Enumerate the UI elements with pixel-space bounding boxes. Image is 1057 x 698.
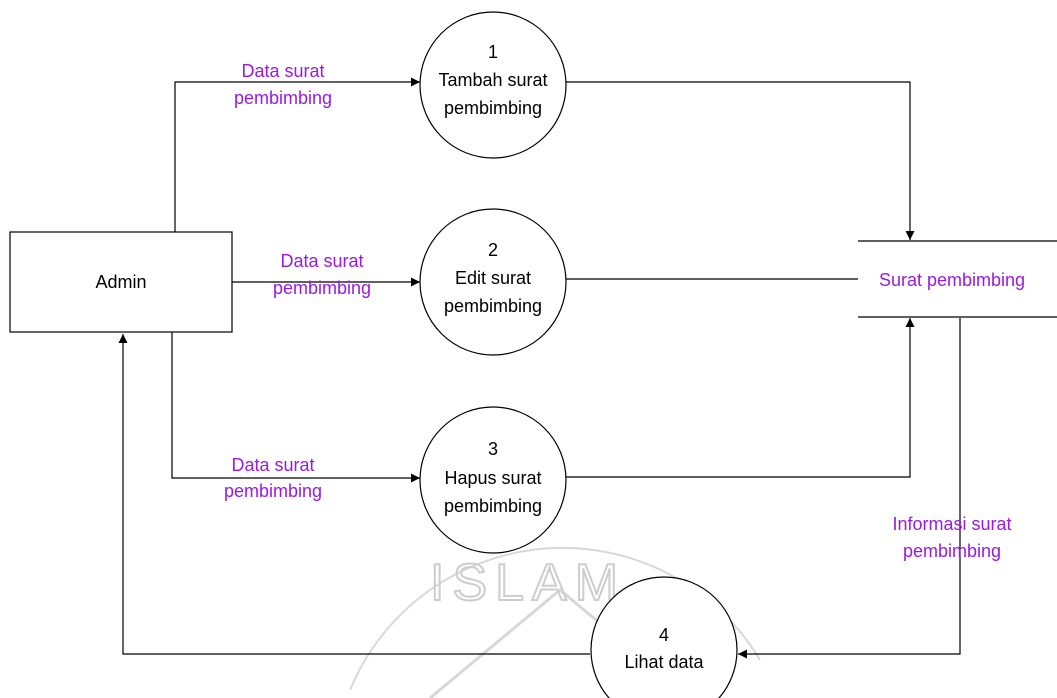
process-1: 1 Tambah surat pembimbing: [419, 11, 567, 159]
process-label-line2: pembimbing: [444, 296, 542, 316]
watermark-text: ISLAM: [430, 554, 626, 612]
flow-line-store-to-p4: [738, 318, 961, 659]
process-number: 3: [488, 439, 498, 459]
process-label-line2: pembimbing: [444, 98, 542, 118]
flow-line-p1-to-store: [566, 81, 915, 240]
flow-line-p3-to-store: [566, 318, 915, 478]
flow-line-p4-to-admin: [118, 334, 590, 655]
flow-label-line2: pembimbing: [273, 278, 371, 298]
flow-label-line2: pembimbing: [903, 541, 1001, 561]
flow-label-3: Data surat pembimbing: [224, 455, 322, 501]
flow-line-admin-to-p1: [174, 77, 420, 232]
process-number: 4: [659, 625, 669, 645]
process-3: 3 Hapus surat pembimbing: [419, 406, 567, 554]
process-label-line1: Edit surat: [455, 268, 531, 288]
process-circle: [419, 11, 567, 159]
process-label-line2: pembimbing: [444, 496, 542, 516]
process-number: 1: [488, 42, 498, 62]
datastore-surat-pembimbing: Surat pembimbing: [858, 240, 1057, 318]
process-label-line1: Tambah surat: [438, 70, 547, 90]
entity-admin: Admin: [9, 231, 233, 333]
process-circle: [419, 208, 567, 356]
flow-label-line2: pembimbing: [234, 88, 332, 108]
datastore-label: Surat pembimbing: [879, 270, 1025, 290]
flow-label-1: Data surat pembimbing: [234, 61, 332, 108]
flow-label-line1: Informasi surat: [892, 514, 1011, 534]
process-4: 4 Lihat data: [590, 576, 738, 698]
process-number: 2: [488, 240, 498, 260]
flow-line-admin-to-p3: [171, 332, 420, 483]
watermark-seal: ISLAM: [349, 546, 761, 698]
flow-label-line1: Data surat: [241, 61, 324, 81]
flow-label-line2: pembimbing: [224, 481, 322, 501]
entity-label: Admin: [95, 272, 146, 292]
flow-label-2: Data surat pembimbing: [273, 251, 371, 298]
process-circle: [419, 406, 567, 554]
flow-label-line1: Data surat: [280, 251, 363, 271]
entity-box: [9, 231, 233, 333]
flow-label-line1: Data surat: [231, 455, 314, 475]
flow-label-4: Informasi surat pembimbing: [892, 514, 1011, 561]
process-circle: [590, 576, 738, 698]
process-label-line1: Hapus surat: [444, 468, 541, 488]
process-2: 2 Edit surat pembimbing: [419, 208, 567, 356]
process-label-line1: Lihat data: [624, 652, 704, 672]
connectors: [118, 77, 961, 659]
